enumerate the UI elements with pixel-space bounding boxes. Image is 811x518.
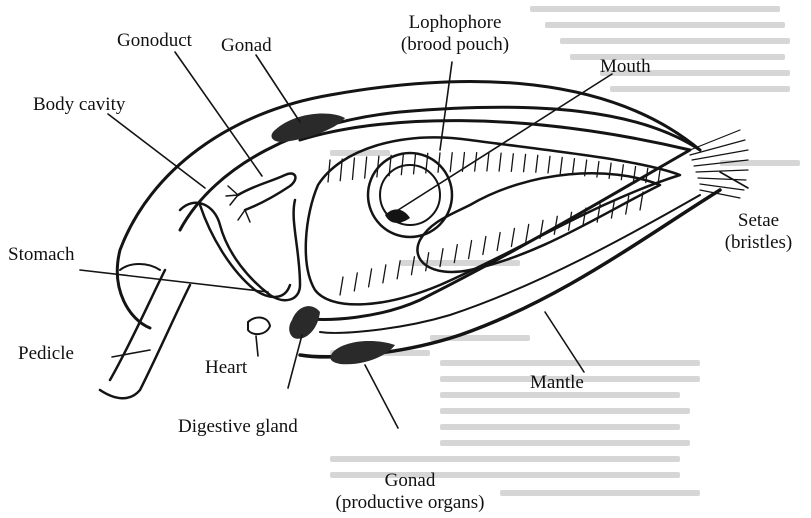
leader-digestive-gland xyxy=(288,335,302,388)
inner-shell-outline xyxy=(180,107,700,230)
gut-tube xyxy=(200,205,290,297)
tentacle-filament xyxy=(369,269,372,287)
label-lophophore-line1: Lophophore xyxy=(380,12,530,34)
tentacle-filament xyxy=(626,196,629,214)
tentacle-filament xyxy=(499,153,501,171)
tentacle-filament xyxy=(454,245,457,263)
label-mouth: Mouth xyxy=(600,56,651,78)
label-setae-line1: Setae xyxy=(706,210,811,232)
label-stomach: Stomach xyxy=(8,244,75,266)
tentacle-filament xyxy=(524,154,526,171)
tentacle-filament xyxy=(450,153,452,172)
tentacle-filament xyxy=(440,249,443,267)
label-lophophore: Lophophore (brood pouch) xyxy=(380,12,530,56)
label-gonoduct: Gonoduct xyxy=(117,30,192,52)
tentacle-filament xyxy=(511,154,513,172)
leader-gonad-top xyxy=(256,55,300,122)
tentacle-filament xyxy=(365,157,367,178)
label-heart: Heart xyxy=(205,357,247,379)
tentacle-filament xyxy=(401,155,403,175)
stomach-outline xyxy=(180,200,300,300)
mouth-structure xyxy=(385,209,410,222)
tentacle-filament xyxy=(497,232,500,250)
label-gonad-top: Gonad xyxy=(221,35,272,57)
label-lophophore-line2: (brood pouch) xyxy=(380,34,530,56)
tentacle-filament xyxy=(548,156,550,173)
label-gonad-bottom-line1: Gonad xyxy=(300,470,520,492)
label-setae-line2: (bristles) xyxy=(706,232,811,254)
label-gonad-bottom-line2: (productive organs) xyxy=(300,492,520,514)
setae-bristles xyxy=(690,130,748,198)
tentacle-filament xyxy=(397,261,400,279)
label-body-cavity: Body cavity xyxy=(33,94,125,116)
tentacle-filament xyxy=(411,257,414,275)
pedicle-base xyxy=(120,264,160,270)
tentacle-filament xyxy=(383,265,386,283)
leader-pedicle xyxy=(112,350,150,357)
gonoduct-tube xyxy=(238,173,295,210)
heart-outline xyxy=(248,317,270,334)
lower-shell-inner xyxy=(320,195,700,333)
mantle-lining xyxy=(300,121,690,320)
tentacle-filament xyxy=(511,228,514,246)
tentacle-filament xyxy=(621,165,623,180)
leader-mantle xyxy=(545,312,584,372)
label-setae: Setae (bristles) xyxy=(706,210,811,254)
tentacle-filament xyxy=(352,158,354,179)
tentacle-filament xyxy=(560,157,562,173)
tentacle-filament xyxy=(340,277,343,295)
tentacle-filament xyxy=(487,153,489,171)
tentacle-filament xyxy=(354,273,357,291)
label-pedicle: Pedicle xyxy=(18,343,74,365)
tentacle-filament xyxy=(597,162,599,177)
tentacle-filament xyxy=(469,241,472,259)
leader-gonad-bottom xyxy=(365,365,398,428)
tentacle-filament xyxy=(536,155,538,172)
tentacle-filament xyxy=(634,166,636,181)
leader-lines xyxy=(80,52,748,428)
label-mantle: Mantle xyxy=(530,372,584,394)
tentacle-filament xyxy=(526,224,529,242)
leader-body-cavity xyxy=(108,114,205,188)
lophophore-outer xyxy=(306,137,680,304)
leader-stomach xyxy=(80,270,268,292)
leader-mouth xyxy=(395,74,612,212)
digestive-gland-shape xyxy=(289,306,320,339)
tentacle-filament xyxy=(414,154,416,174)
label-digestive-gland: Digestive gland xyxy=(178,416,298,438)
tentacle-filament xyxy=(572,159,574,175)
label-gonad-bottom: Gonad (productive organs) xyxy=(300,470,520,514)
tentacle-filament xyxy=(483,237,486,255)
pedicle-stalk xyxy=(100,270,190,398)
leader-heart xyxy=(256,336,258,356)
gonad-lower-shape xyxy=(330,341,395,364)
tentacle-filament xyxy=(609,163,611,178)
